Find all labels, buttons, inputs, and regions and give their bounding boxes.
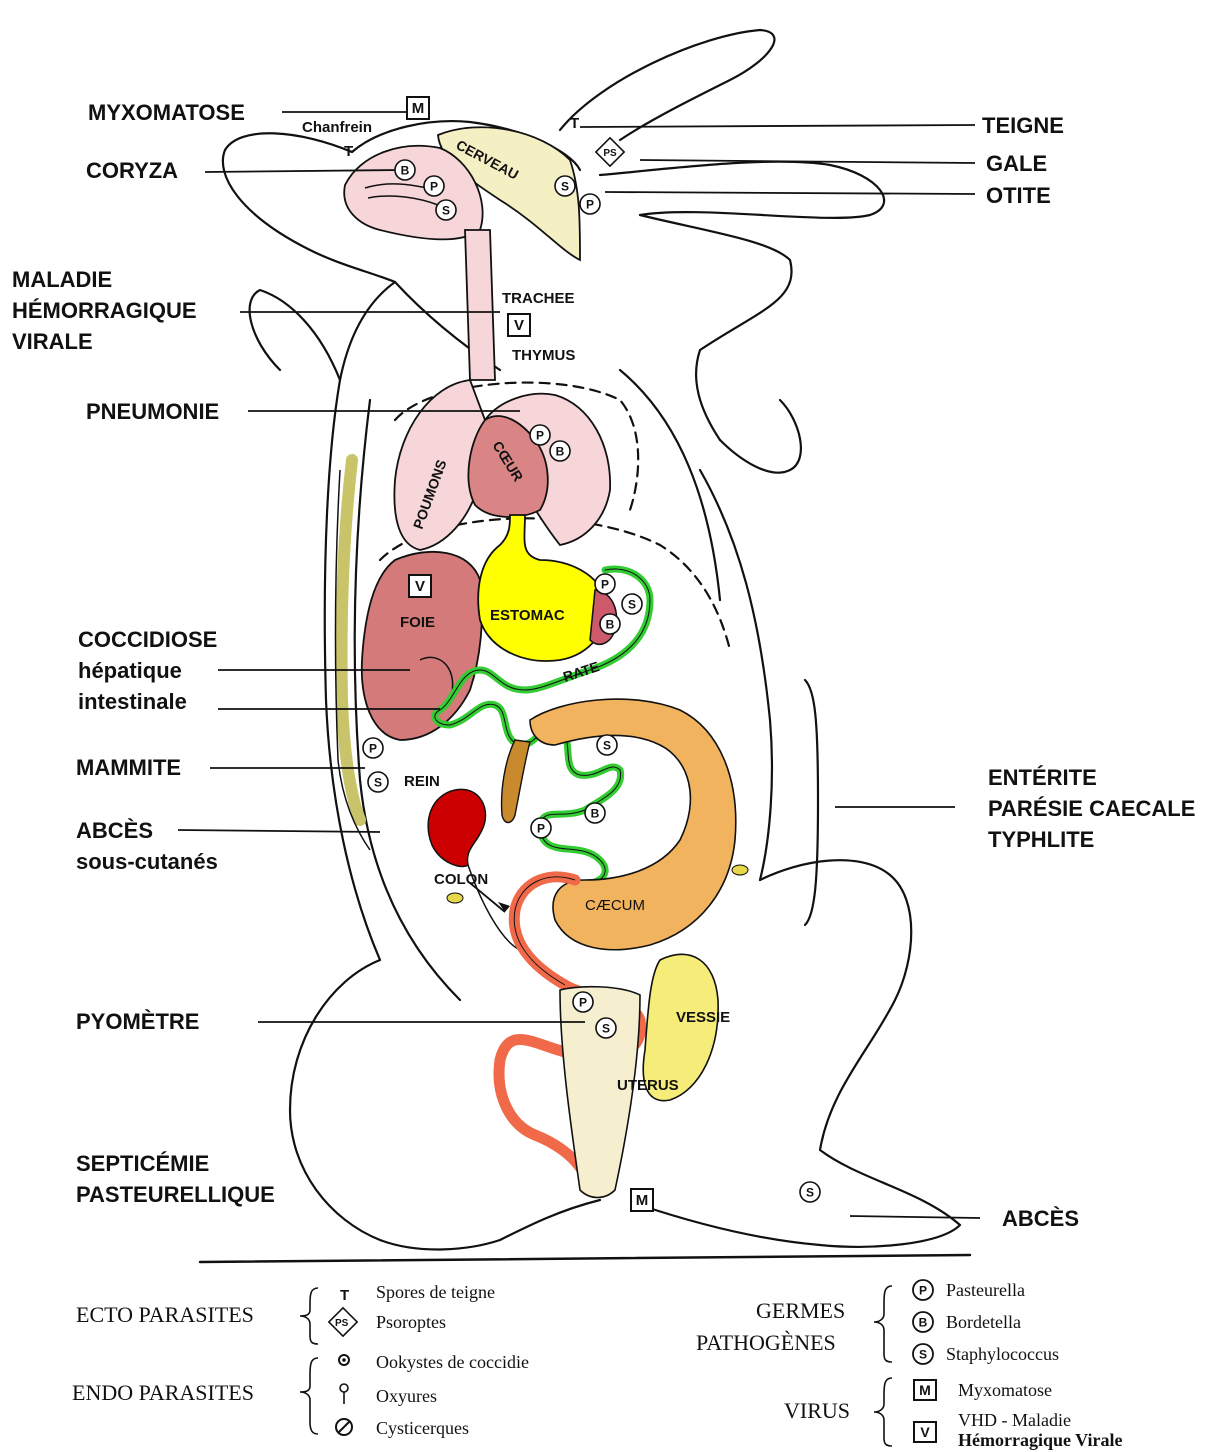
legend-germes-title-1: GERMES [756, 1296, 845, 1326]
organ-label-caecum: CÆCUM [585, 897, 645, 914]
disease-coryza: CORYZA [86, 155, 178, 186]
germ-badge-letter: S [442, 204, 450, 218]
germ-badge-letter: S [561, 180, 569, 194]
disease-mammite: MAMMITE [76, 752, 181, 783]
virus-badge-letter: V [514, 317, 524, 334]
germ-badge-letter: P [579, 996, 587, 1010]
germ-badge-letter: B [591, 807, 600, 821]
germ-badge-letter: B [401, 164, 410, 178]
germ-badge-letter: S [374, 776, 382, 790]
disease-enterite-paresie-typhlite: ENTÉRITE PARÉSIE CAECALE TYPHLITE [988, 762, 1195, 855]
disease-septicemie-pasteurellique: SEPTICÉMIE PASTEURELLIQUE [76, 1148, 275, 1210]
germ-badge-letter: S [806, 1186, 814, 1200]
legend-ecto-item: Psoroptes [376, 1312, 446, 1332]
legend-virus-item: Myxomatose [958, 1380, 1052, 1400]
germ-badge-letter: P [430, 180, 438, 194]
psoroptes-badge: PS [596, 138, 624, 166]
legend-virus-title: VIRUS [784, 1396, 850, 1426]
spores-teigne-icon: T [340, 1287, 349, 1304]
organ-label-vessie: VESSIE [676, 1009, 730, 1026]
oxyures-icon [340, 1384, 348, 1404]
germ-badge-letter: B [556, 445, 565, 459]
legend-germes-item: Staphylococcus [946, 1344, 1059, 1364]
legend-virus-item: Hémorragique Virale [958, 1430, 1122, 1450]
ookystes-icon [339, 1355, 349, 1365]
svg-text:PS: PS [603, 148, 617, 159]
germ-badge-letter: S [628, 598, 636, 612]
organ-label-chanfrein: Chanfrein [302, 119, 372, 136]
kidney [428, 789, 485, 866]
germ-badge-letter: B [606, 618, 615, 632]
germ-badge-letter: P [537, 822, 545, 836]
disease-teigne: TEIGNE [982, 110, 1064, 141]
legend-virus-item: VHD - Maladie [958, 1410, 1071, 1430]
germ-badge-letter: S [603, 739, 611, 753]
svg-text:M: M [919, 1382, 931, 1398]
legend-endo-title: ENDO PARASITES [72, 1378, 254, 1408]
organ-label-trachee: TRACHEE [502, 290, 575, 307]
teigne-marker-ear: T [570, 115, 579, 132]
disease-myxomatose: MYXOMATOSE [88, 97, 245, 128]
legend-icons: T PS [329, 1287, 357, 1435]
legend-ecto-title: ECTO PARASITES [76, 1300, 254, 1330]
legend-ecto-item: Spores de teigne [376, 1282, 495, 1302]
legend-germes-item: Pasteurella [946, 1280, 1025, 1300]
organ-label-estomac: ESTOMAC [490, 607, 565, 624]
teigne-marker-head: T [344, 143, 353, 160]
virus-badge-letter: M [412, 100, 425, 117]
germ-badge-letter: P [586, 198, 594, 212]
organ-label-colon: COLON [434, 871, 488, 888]
svg-text:P: P [919, 1284, 927, 1298]
virus-badge-letter: M [636, 1192, 649, 1209]
disease-coccidiose: COCCIDIOSE hépatique intestinale [78, 624, 217, 717]
germ-badge-letter: P [369, 742, 377, 756]
disease-abces-sous-cutanes: ABCÈS sous-cutanés [76, 815, 218, 877]
disease-maladie-hemorragique-virale: MALADIE HÉMORRAGIQUE VIRALE [12, 264, 197, 357]
legend-germes-title-2: PATHOGÈNES [696, 1328, 836, 1358]
appendix [502, 740, 530, 823]
legend-endo-item: Ookystes de coccidie [376, 1352, 529, 1372]
psoroptes-icon: PS [329, 1308, 357, 1336]
svg-text:PS: PS [335, 1318, 349, 1329]
stomach [478, 515, 606, 661]
organ-label-uterus: UTERUS [617, 1077, 679, 1094]
cysticerques-icon [336, 1419, 352, 1435]
svg-text:B: B [919, 1316, 928, 1330]
virus-badge-letter: V [415, 578, 425, 595]
disease-otite: OTITE [986, 180, 1051, 211]
disease-pyometre: PYOMÈTRE [76, 1006, 199, 1037]
svg-text:V: V [920, 1424, 930, 1440]
legend-germes-item: Bordetella [946, 1312, 1021, 1332]
germ-badge-letter: P [601, 578, 609, 592]
disease-gale: GALE [986, 148, 1047, 179]
germ-badge-letter: S [602, 1022, 610, 1036]
organ-label-rein: REIN [404, 773, 440, 790]
legend-endo-item: Oxyures [376, 1386, 437, 1406]
organ-label-rate: RATE [561, 658, 601, 685]
svg-text:S: S [919, 1348, 927, 1362]
legend-endo-item: Cysticerques [376, 1418, 469, 1438]
organ-label-thymus: THYMUS [512, 347, 575, 364]
germ-badge-letter: P [536, 429, 544, 443]
disease-abces-right: ABCÈS [1002, 1203, 1079, 1234]
organ-label-foie: FOIE [400, 614, 435, 631]
disease-pneumonie: PNEUMONIE [86, 396, 219, 427]
trachea [465, 230, 495, 380]
